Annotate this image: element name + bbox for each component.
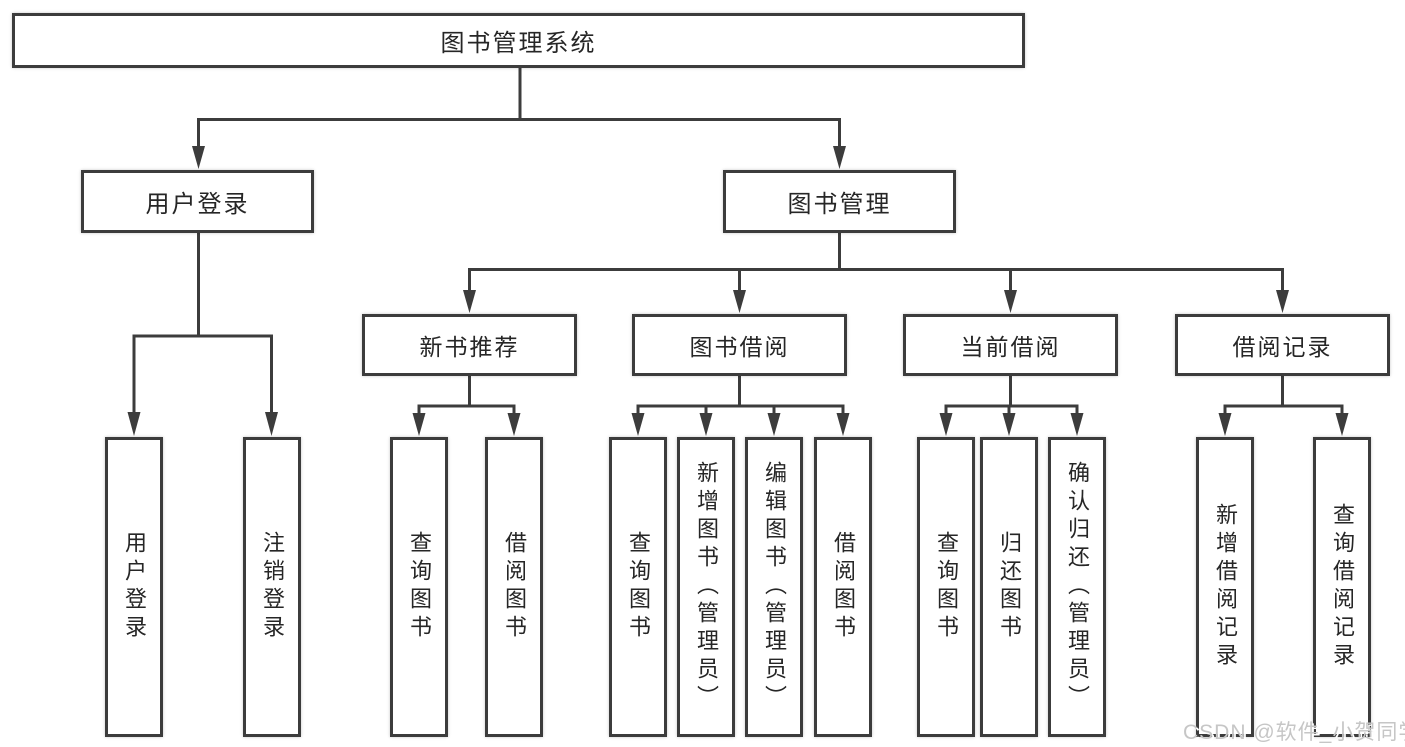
node-user-login: 用户登录 <box>81 170 314 233</box>
leaf-label: 用户登录 <box>122 531 147 643</box>
arrow-down-icon <box>412 413 426 436</box>
connector-bookmgmt-to-level3 <box>468 233 1284 291</box>
leaf-record-query: 查询借阅记录 <box>1313 437 1371 737</box>
node-current-borrow: 当前借阅 <box>903 314 1118 376</box>
arrow-down-icon <box>192 146 205 169</box>
leaf-label: 归还图书 <box>997 531 1022 643</box>
arrow-down-icon <box>127 412 141 436</box>
leaf-label: 注销登录 <box>260 531 285 643</box>
leaf-label: 查询图书 <box>407 531 432 643</box>
leaf-current-confirm-return-admin: 确认归还（管理员） <box>1048 437 1106 737</box>
arrow-down-icon <box>1002 413 1016 436</box>
arrow-down-icon <box>939 413 953 436</box>
node-book-management: 图书管理 <box>723 170 956 233</box>
leaf-label: 编辑图书（管理员） <box>762 461 787 713</box>
leaf-label: 借阅图书 <box>502 531 527 643</box>
leaf-current-return-book: 归还图书 <box>980 437 1038 737</box>
leaf-recommend-query-book: 查询图书 <box>390 437 448 737</box>
arrow-down-icon <box>463 290 476 313</box>
node-borrow-record: 借阅记录 <box>1175 314 1390 376</box>
connector-borrow-to-leaves <box>636 376 845 414</box>
leaf-current-query-book: 查询图书 <box>917 437 975 737</box>
connector-userlogin-to-leaves <box>132 233 273 413</box>
arrow-down-icon <box>1218 413 1232 436</box>
leaf-record-add: 新增借阅记录 <box>1196 437 1254 737</box>
node-new-book-recommend: 新书推荐 <box>362 314 577 376</box>
connector-recommend-to-leaves <box>417 376 516 414</box>
leaf-logout: 注销登录 <box>243 437 301 737</box>
arrow-down-icon <box>631 413 645 436</box>
arrow-down-icon <box>265 412 278 436</box>
arrow-down-icon <box>833 146 846 169</box>
leaf-label: 确认归还（管理员） <box>1065 461 1090 713</box>
arrow-down-icon <box>733 290 746 313</box>
leaf-borrow-edit-book-admin: 编辑图书（管理员） <box>745 437 803 737</box>
connector-record-to-leaves <box>1223 376 1344 414</box>
arrow-down-icon <box>836 413 850 436</box>
arrow-down-icon <box>1276 290 1289 313</box>
leaf-recommend-borrow-book: 借阅图书 <box>485 437 543 737</box>
leaf-label: 查询图书 <box>626 531 651 643</box>
node-library-management-system: 图书管理系统 <box>12 13 1025 68</box>
arrow-down-icon <box>1004 290 1017 313</box>
leaf-label: 查询图书 <box>934 531 959 643</box>
arrow-down-icon <box>699 413 713 436</box>
leaf-borrow-borrow-book: 借阅图书 <box>814 437 872 737</box>
leaf-label: 查询借阅记录 <box>1330 503 1355 671</box>
csdn-watermark: CSDN @软件_小贺同学 <box>1183 721 1405 744</box>
connector-current-to-leaves <box>944 376 1079 414</box>
leaf-user-login: 用户登录 <box>105 437 163 737</box>
arrow-down-icon <box>767 413 781 436</box>
node-book-borrow: 图书借阅 <box>632 314 847 376</box>
leaf-borrow-add-book-admin: 新增图书（管理员） <box>677 437 735 737</box>
arrow-down-icon <box>1070 413 1084 436</box>
leaf-label: 新增借阅记录 <box>1213 503 1238 671</box>
leaf-label: 借阅图书 <box>831 531 856 643</box>
leaf-label: 新增图书（管理员） <box>694 461 719 713</box>
connector-root-to-level2 <box>197 68 841 147</box>
arrow-down-icon <box>507 413 521 436</box>
arrow-down-icon <box>1335 413 1349 436</box>
leaf-borrow-query-book: 查询图书 <box>609 437 667 737</box>
